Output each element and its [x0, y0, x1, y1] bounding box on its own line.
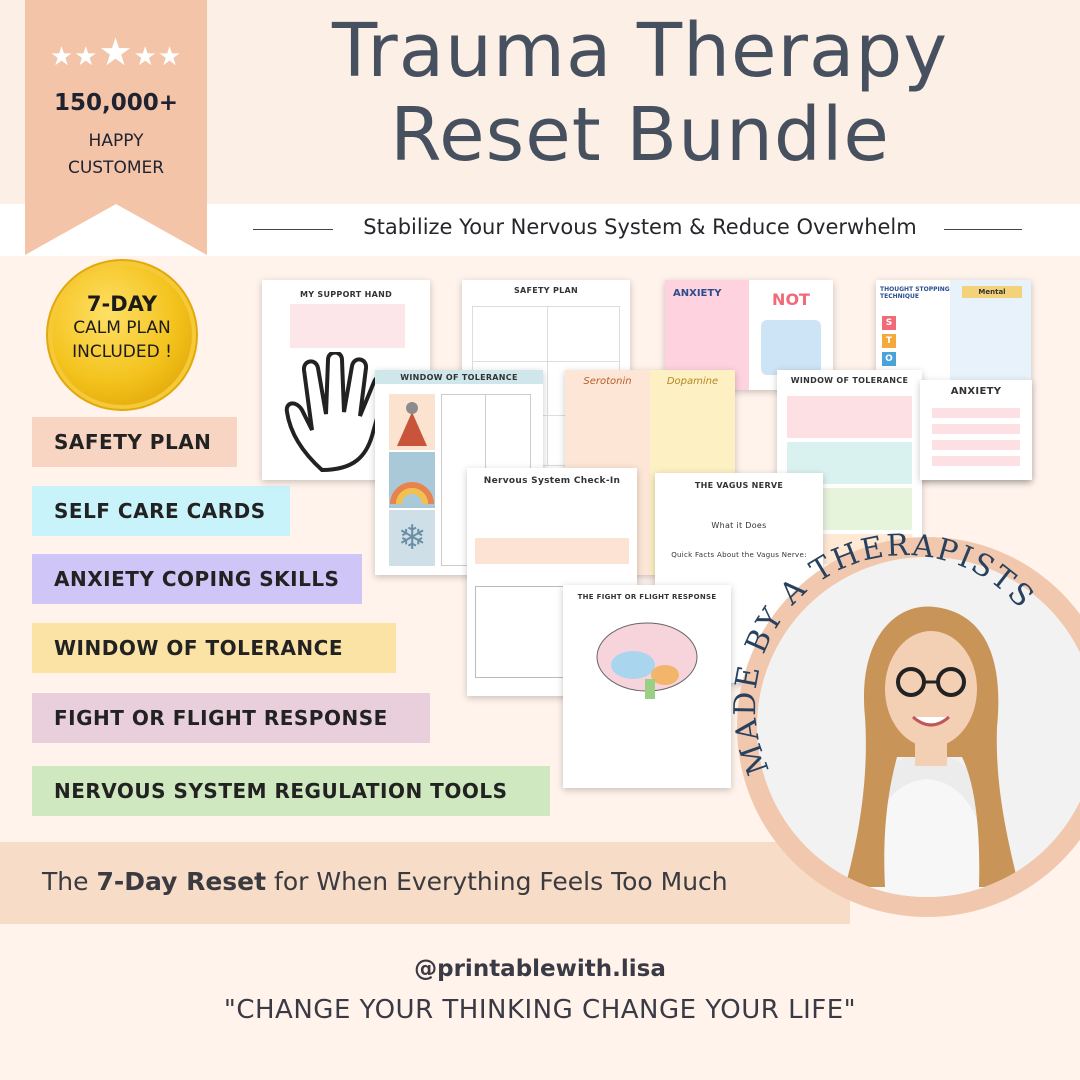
- worksheet-title: ANXIETY: [950, 386, 1002, 397]
- stop-letter-t: T: [882, 334, 896, 348]
- stop-letter-o: O: [882, 352, 896, 366]
- rating-stars-icon: ★★★★★: [49, 30, 183, 74]
- customer-label-line2: CUSTOMER: [67, 158, 165, 178]
- vagus-subheading: What it Does: [711, 521, 767, 530]
- customer-count: 150,000+: [53, 90, 179, 116]
- seal-line1: 7-DAY: [86, 292, 158, 316]
- calm-plan-seal-text: 7-DAY CALM PLAN INCLUDED !: [52, 292, 192, 364]
- svg-text:MADE BY A THERAPISTS: MADE BY A THERAPISTS: [728, 528, 1041, 779]
- subtitle-rule-right: [944, 229, 1022, 230]
- worksheet-title: SAFETY PLAN: [513, 286, 579, 295]
- volcano-illustration: [389, 394, 435, 450]
- feature-label: SELF CARE CARDS: [54, 499, 266, 523]
- footer-quote: "CHANGE YOUR THINKING CHANGE YOUR LIFE": [223, 995, 857, 1025]
- feature-label: ANXIETY COPING SKILLS: [54, 567, 340, 591]
- feature-label: FIGHT OR FLIGHT RESPONSE: [54, 706, 388, 730]
- worksheet-title: THE FIGHT OR FLIGHT RESPONSE: [577, 593, 717, 601]
- snowflake-icon: ❄: [389, 510, 435, 566]
- made-by-therapists-arc: MADE BY A THERAPISTS: [728, 528, 1041, 779]
- seal-line2: CALM PLAN: [73, 318, 171, 338]
- rainbow-illustration: [389, 452, 435, 508]
- page-subtitle: Stabilize Your Nervous System & Reduce O…: [363, 215, 917, 239]
- worksheet-title: MY SUPPORT HAND: [299, 290, 393, 299]
- tagline-band: [0, 842, 850, 924]
- brain-icon: [596, 622, 698, 699]
- worksheet-title: Nervous System Check-In: [483, 476, 621, 486]
- anxiety-heading: ANXIETY: [673, 288, 722, 299]
- worksheet-title: WINDOW OF TOLERANCE: [790, 376, 909, 385]
- feature-label: WINDOW OF TOLERANCE: [54, 636, 344, 660]
- anxiety-illustration: [761, 320, 821, 375]
- feature-fight-or-flight: FIGHT OR FLIGHT RESPONSE: [32, 693, 430, 743]
- badge-arc-text: MADE BY A THERAPISTS: [728, 528, 1039, 779]
- feature-safety-plan: SAFETY PLAN: [32, 417, 237, 467]
- stop-letter-s: S: [882, 316, 896, 330]
- hyperarousal-zone: [787, 396, 912, 438]
- calm-plan-seal: [52, 265, 192, 405]
- customer-label: HAPPY CUSTOMER: [25, 128, 207, 182]
- feature-label: SAFETY PLAN: [54, 430, 212, 454]
- therapist-photo: [757, 557, 1080, 897]
- mental-exercises-heading: Mental: [962, 286, 1022, 298]
- dopamine-heading: Dopamine: [666, 376, 719, 387]
- page-title-line1: Trauma Therapy: [331, 8, 949, 94]
- anxiety-not-heading: NOT: [772, 290, 810, 309]
- worksheet-instruction-box: [290, 304, 405, 348]
- feature-window-of-tolerance: WINDOW OF TOLERANCE: [32, 623, 396, 673]
- tagline: The 7-Day Reset for When Everything Feel…: [42, 867, 728, 896]
- page-title-line2: Reset Bundle: [390, 92, 890, 178]
- feature-label: NERVOUS SYSTEM REGULATION TOOLS: [54, 779, 508, 803]
- feature-nervous-system-tools: NERVOUS SYSTEM REGULATION TOOLS: [32, 766, 550, 816]
- seal-line3: INCLUDED !: [72, 342, 172, 362]
- worksheet-anxiety-2: ANXIETY: [920, 380, 1032, 480]
- worksheet-title: THE VAGUS NERVE: [694, 481, 784, 490]
- feature-anxiety-coping-skills: ANXIETY COPING SKILLS: [32, 554, 362, 604]
- customer-label-line1: HAPPY: [88, 131, 144, 151]
- social-handle: @printablewith.lisa: [414, 956, 666, 982]
- thought-stopping-title: THOUGHT STOPPING TECHNIQUE: [880, 286, 950, 300]
- tagline-bold: 7-Day Reset: [96, 867, 267, 896]
- vagus-facts-heading: Quick Facts About the Vagus Nerve:: [671, 551, 807, 559]
- subtitle-rule-left: [253, 229, 333, 230]
- worksheet-fight-flight: THE FIGHT OR FLIGHT RESPONSE: [563, 585, 731, 788]
- tagline-prefix: The: [42, 867, 97, 896]
- serotonin-heading: Serotonin: [583, 376, 632, 387]
- feature-self-care-cards: SELF CARE CARDS: [32, 486, 290, 536]
- tagline-suffix: for When Everything Feels Too Much: [266, 867, 728, 896]
- worksheet-title: WINDOW OF TOLERANCE: [400, 373, 518, 382]
